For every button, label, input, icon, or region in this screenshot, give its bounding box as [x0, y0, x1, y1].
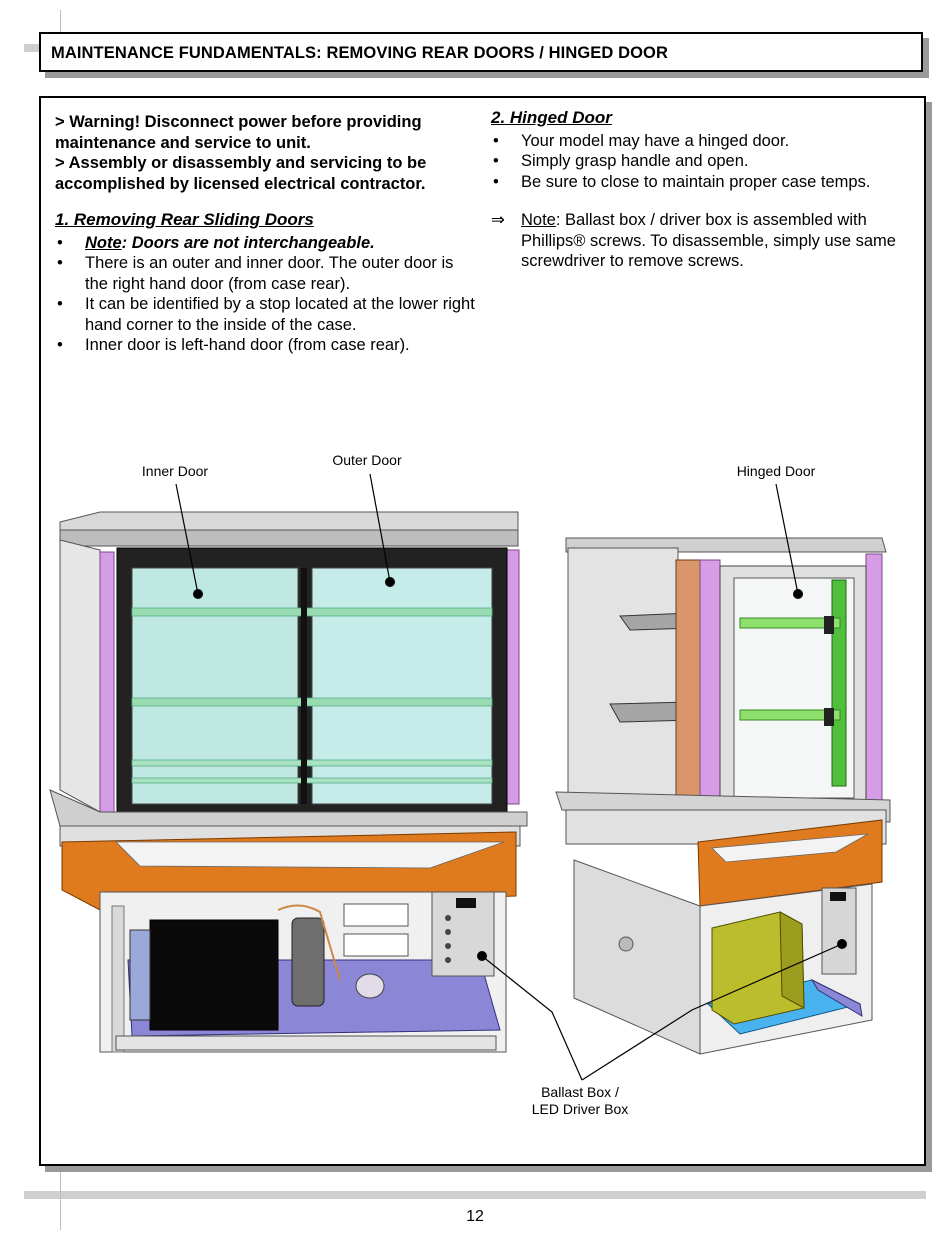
header-box: MAINTENANCE FUNDAMENTALS: REMOVING REAR … — [39, 32, 923, 72]
section1-title: 1. Removing Rear Sliding Doors — [55, 210, 314, 229]
callout-leaders — [175, 473, 843, 1081]
warning-contractor: > Assembly or disassembly and servicing … — [55, 154, 427, 193]
list-item: Simply grasp handle and open. — [491, 151, 911, 172]
bottom-gray-rule — [24, 1191, 926, 1199]
hinged-door-case — [555, 537, 891, 1055]
list-item: Inner door is left-hand door (from case … — [55, 335, 475, 356]
section2-list: Your model may have a hinged door. Simpl… — [491, 131, 911, 193]
section1-note-text: : Doors are not interchangeable. — [121, 233, 375, 252]
list-item: Be sure to close to maintain proper case… — [491, 172, 911, 193]
callout-ballast-line1: Ballast Box / — [541, 1084, 619, 1100]
callout-inner-door: Inner Door — [141, 463, 209, 479]
list-item: Your model may have a hinged door. — [491, 131, 911, 152]
callout-ballast-box: Ballast Box / LED Driver Box — [520, 1084, 640, 1118]
right-arrow-icon: ⇒ — [491, 211, 505, 229]
callout-hinged-door: Hinged Door — [736, 463, 816, 479]
page-number: 12 — [466, 1208, 484, 1225]
callout-dots — [193, 577, 847, 961]
section1-note-label: Note — [85, 233, 122, 252]
section1-list: Note: Doors are not interchangeable. The… — [55, 233, 475, 356]
callout-ballast-line2: LED Driver Box — [531, 1101, 629, 1117]
left-column: > Warning! Disconnect power before provi… — [55, 112, 475, 356]
list-item: Note: Doors are not interchangeable. — [55, 233, 475, 254]
section2-note-label: Note — [521, 211, 556, 229]
page-title: MAINTENANCE FUNDAMENTALS: REMOVING REAR … — [51, 44, 669, 62]
left-margin-line-bottom — [60, 1172, 61, 1230]
section2-note: ⇒ Note: Ballast box / driver box is assem… — [491, 210, 911, 272]
right-column: 2. Hinged Door Your model may have a hin… — [491, 108, 911, 272]
callout-outer-door: Outer Door — [332, 452, 402, 468]
section2-title: 2. Hinged Door — [491, 108, 612, 127]
top-gray-rule — [24, 44, 40, 52]
sliding-door-case — [49, 511, 528, 1053]
list-item: It can be identified by a stop located a… — [55, 294, 475, 335]
list-item: There is an outer and inner door. The ou… — [55, 253, 475, 294]
left-margin-line-top — [60, 10, 61, 32]
warning-power: > Warning! Disconnect power before provi… — [55, 113, 422, 152]
section2-note-text: : Ballast box / driver box is assembled … — [521, 211, 896, 270]
